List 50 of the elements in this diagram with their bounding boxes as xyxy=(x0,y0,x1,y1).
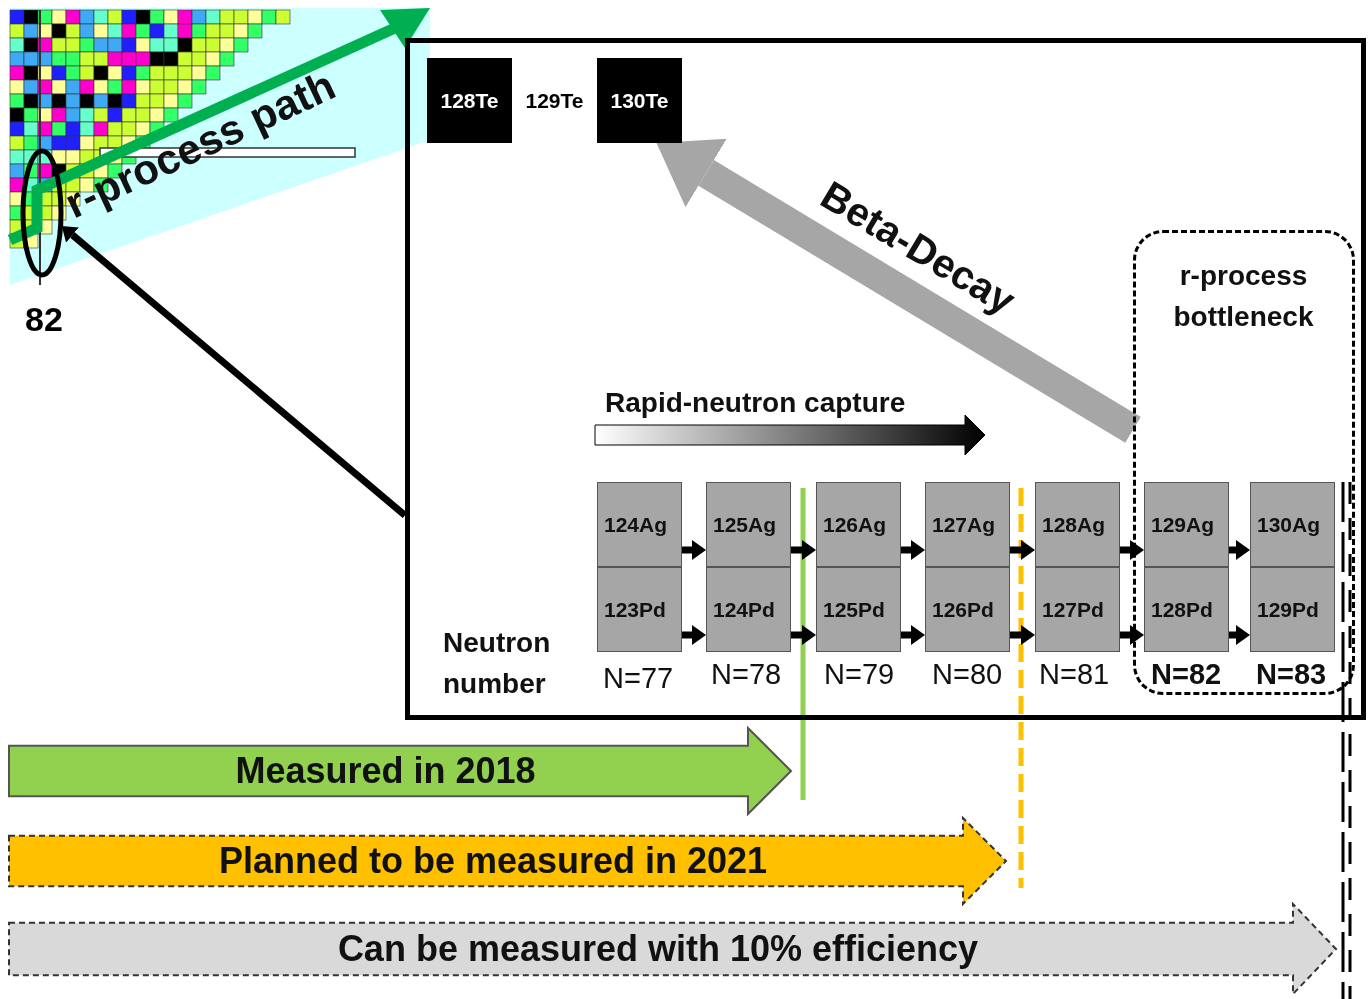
range-banner xyxy=(8,726,793,816)
arrow xyxy=(1120,540,1144,560)
isotope-cell: 129Ag xyxy=(1144,482,1229,567)
arrow xyxy=(901,540,925,560)
arrow xyxy=(682,625,706,645)
arrow xyxy=(791,540,816,560)
leader-arrow xyxy=(61,226,408,519)
neutron-number: N=78 xyxy=(711,658,782,691)
isotope-cell: 124Ag xyxy=(597,482,682,567)
axis-label: Rapid-neutron capture xyxy=(605,387,906,419)
range-banner xyxy=(8,902,1338,996)
arrow xyxy=(1120,625,1144,645)
range-banner xyxy=(8,816,1008,906)
isotope-cell: 125Ag xyxy=(706,482,791,567)
isotope-cell: 128Pd xyxy=(1144,567,1229,652)
arrow-text: Planned to be measured in 2021 xyxy=(217,839,769,883)
isotope-cell: 125Pd xyxy=(816,567,901,652)
arrow xyxy=(1229,625,1250,645)
inset-panel xyxy=(405,38,1366,720)
arrow xyxy=(901,625,925,645)
neutron-number: N=79 xyxy=(824,658,895,691)
isotope-cell: 126Pd xyxy=(925,567,1010,652)
isotope-cell: 130Ag xyxy=(1250,482,1335,567)
isotope-cell: 130Te xyxy=(597,58,682,143)
node-label: 129Te xyxy=(525,88,584,112)
isotope-cell: 126Ag xyxy=(816,482,901,567)
neutron-number: N=80 xyxy=(932,658,1003,691)
isotope-cell: 128Te xyxy=(427,58,512,143)
arrow xyxy=(791,625,816,645)
isotope-cell: 128Ag xyxy=(1035,482,1120,567)
neutron-number: N=81 xyxy=(1039,658,1110,691)
ellipse-marker xyxy=(20,148,64,278)
neutron-number: N=83 xyxy=(1256,658,1327,691)
arrow xyxy=(1010,625,1035,645)
neutron-number: N=77 xyxy=(603,662,674,695)
neutron-number: N=82 xyxy=(1151,658,1222,691)
arrow xyxy=(682,540,706,560)
bottleneck-region xyxy=(1133,230,1355,695)
isotope-cell: 123Pd xyxy=(597,567,682,652)
region-title: r-process bottleneck xyxy=(1172,259,1315,334)
arrow xyxy=(1229,540,1250,560)
arrow-text: Measured in 2018 xyxy=(234,749,537,793)
arrow-text: Can be measured with 10% efficiency xyxy=(336,927,980,971)
isotope-cell: 124Pd xyxy=(706,567,791,652)
isotope-cell: 127Pd xyxy=(1035,567,1120,652)
arrow xyxy=(1010,540,1035,560)
number-label: 82 xyxy=(25,300,63,339)
isotope-cell: 129Pd xyxy=(1250,567,1335,652)
isotope-cell: 127Ag xyxy=(925,482,1010,567)
axis-label: Neutron number xyxy=(443,626,552,701)
